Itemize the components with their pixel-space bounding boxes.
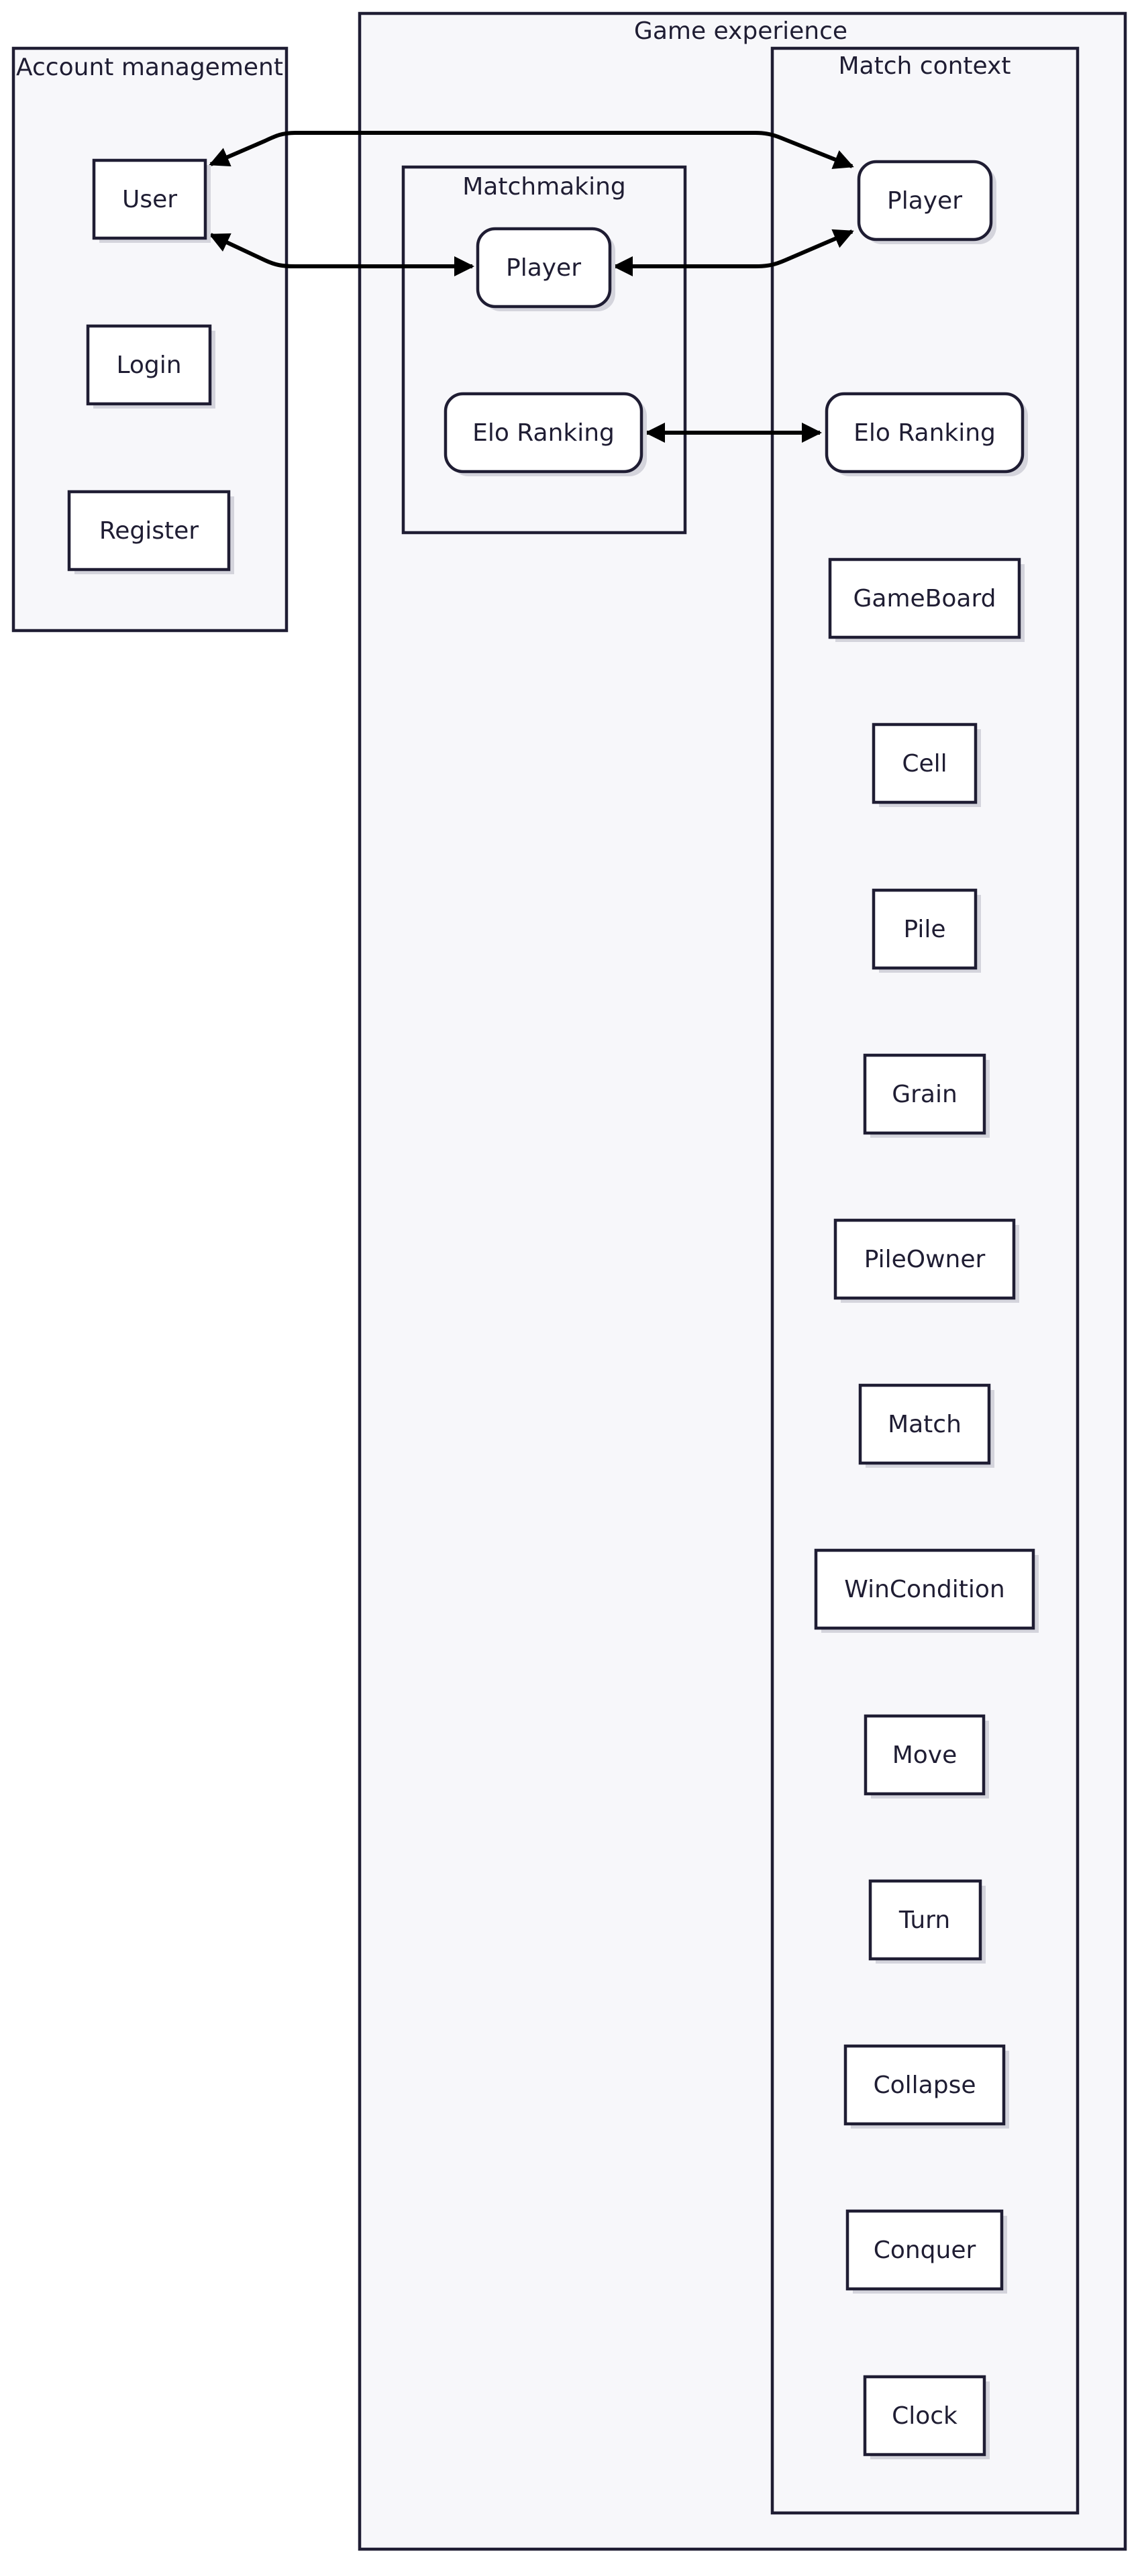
node-match-player-label: Player (887, 187, 962, 215)
node-user-box (92, 158, 207, 240)
node-pileowner-label: PileOwner (864, 1246, 986, 1273)
node-match-box (858, 1383, 991, 1465)
node-wincondition-box (814, 1548, 1035, 1630)
node-matchmaking-elo-ranking-box (444, 392, 643, 474)
node-pile: Pile (872, 888, 981, 973)
node-user: User (92, 158, 211, 243)
node-conquer-box (845, 2209, 1004, 2291)
node-collapse: Collapse (843, 2044, 1009, 2129)
node-move-label: Move (892, 1741, 957, 1769)
node-grain: Grain (863, 1053, 990, 1138)
node-register-label: Register (99, 517, 199, 545)
node-register-box (67, 490, 231, 572)
node-collapse-box (843, 2044, 1006, 2126)
node-match-player: Player (857, 160, 996, 244)
node-login-label: Login (116, 352, 181, 379)
node-grain-box (863, 1053, 986, 1135)
node-clock: Clock (863, 2375, 990, 2459)
cluster-match-context-label: Match context (839, 52, 1011, 80)
cluster-matchmaking-label: Matchmaking (462, 173, 626, 201)
node-wincondition: WinCondition (814, 1548, 1039, 1633)
node-match-elo-ranking-label: Elo Ranking (853, 419, 996, 447)
node-grain-label: Grain (892, 1081, 957, 1108)
node-register: Register (67, 490, 234, 574)
node-move: Move (864, 1714, 989, 1799)
node-match-label: Match (888, 1411, 962, 1438)
node-gameboard: GameBoard (828, 557, 1025, 642)
edge-user-match-player (209, 131, 854, 169)
cluster-matchmaking-box (401, 165, 687, 535)
node-pileowner-box (833, 1218, 1016, 1300)
node-turn-box (868, 1879, 982, 1961)
node-conquer: Conquer (845, 2209, 1007, 2294)
edges (209, 131, 854, 443)
node-matchmaking-player: Player (476, 227, 615, 311)
node-cell-label: Cell (902, 750, 947, 777)
node-matchmaking-player-label: Player (506, 254, 581, 282)
node-cell: Cell (872, 722, 981, 807)
node-pile-box (872, 888, 978, 970)
node-turn: Turn (868, 1879, 986, 1964)
node-login: Login (86, 324, 215, 409)
node-matchmaking-player-box (476, 227, 612, 309)
cluster-matchmaking: Matchmaking (401, 165, 687, 535)
node-wincondition-label: WinCondition (844, 1576, 1004, 1603)
node-move-box (864, 1714, 986, 1796)
node-gameboard-label: GameBoard (853, 585, 996, 612)
node-matchmaking-elo-ranking: Elo Ranking (444, 392, 647, 476)
node-pile-label: Pile (903, 916, 945, 943)
node-matchmaking-elo-ranking-label: Elo Ranking (472, 419, 615, 447)
node-match-elo-ranking: Elo Ranking (825, 392, 1028, 476)
node-user-label: User (122, 186, 177, 213)
edge-matchmaking-player-match-player (613, 229, 854, 276)
node-conquer-label: Conquer (874, 2237, 976, 2264)
node-cell-box (872, 722, 978, 804)
node-pileowner: PileOwner (833, 1218, 1019, 1303)
node-collapse-label: Collapse (874, 2072, 976, 2099)
node-match-player-box (857, 160, 993, 241)
edge-user-matchmaking-player (209, 233, 474, 276)
node-clock-box (863, 2375, 986, 2457)
cluster-account-management-label: Account management (16, 54, 283, 81)
node-match: Match (858, 1383, 994, 1468)
node-match-elo-ranking-box (825, 392, 1025, 474)
node-clock-label: Clock (892, 2402, 957, 2430)
node-gameboard-box (828, 557, 1021, 639)
node-turn-label: Turn (898, 1907, 950, 1934)
node-login-box (86, 324, 212, 406)
cluster-game-experience-label: Game experience (634, 17, 847, 45)
